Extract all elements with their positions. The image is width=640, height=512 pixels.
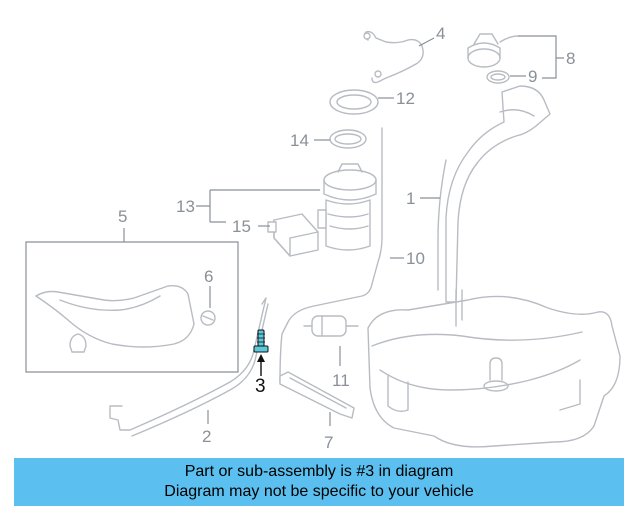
banner-line-part: Part or sub-assembly is #3 in diagram [184,463,454,480]
part-5-rubber-plug[interactable] [69,333,87,353]
callout-arrow-3 [257,354,265,362]
callout-9: 9 [528,67,537,86]
part-5-heat-shield[interactable] [35,284,195,348]
info-banner: Part or sub-assembly is #3 in diagram Di… [14,458,624,506]
part-12-lock-ring[interactable] [329,89,379,115]
callout-4: 4 [436,24,445,43]
part-13-fuel-pump-module[interactable] [317,163,377,251]
callout-10: 10 [406,249,425,268]
callout-6: 6 [204,267,213,286]
part-3-bolt-highlighted[interactable] [253,329,269,353]
callout-3: 3 [255,376,266,397]
part-9-seal-ring[interactable] [486,70,510,84]
callout-5: 5 [118,207,127,226]
callout-2: 2 [202,427,211,446]
callout-8: 8 [566,49,575,68]
filler-neck-lower-hose [455,289,463,327]
part-15-control-unit[interactable] [267,213,319,257]
part-4-sensor-cable[interactable] [363,30,424,84]
part-2-tank-strap[interactable] [109,297,269,437]
callout-1: 1 [406,189,415,208]
callout-15: 15 [232,217,251,236]
part-11-fuel-filter[interactable] [303,315,359,337]
part-7-bracket[interactable] [279,371,355,419]
part-1-filler-neck[interactable] [437,85,551,303]
part-8-filler-cap[interactable] [467,33,519,68]
callout-bracket-13 [196,189,320,223]
part-5-heat-shield-panel [25,241,239,373]
fuel-tank[interactable] [367,295,621,448]
callout-14: 14 [290,131,309,150]
callout-13: 13 [176,197,195,216]
part-10-vent-line[interactable] [279,127,383,383]
callout-line-4 [418,37,435,47]
callout-7: 7 [324,433,333,452]
callout-11: 11 [332,371,350,390]
callout-12: 12 [396,89,415,108]
part-14-gasket[interactable] [329,129,367,149]
part-6-clip[interactable] [200,310,216,326]
banner-line-disclaimer: Diagram may not be specific to your vehi… [164,483,474,500]
callout-bracket-8 [518,35,564,79]
